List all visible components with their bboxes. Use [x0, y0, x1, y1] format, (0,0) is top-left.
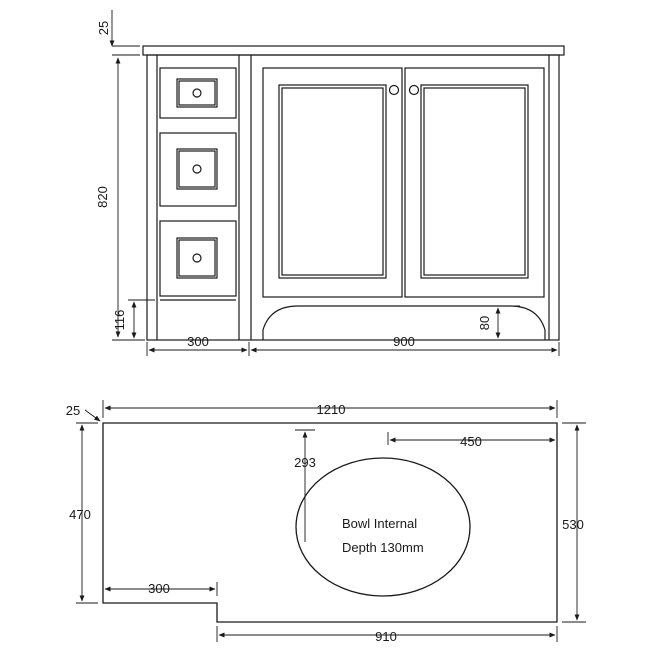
front-dimensions: [109, 10, 560, 356]
plan-dimensions: [76, 400, 586, 642]
drawer-top: [159, 67, 237, 119]
plan-view: [102, 422, 558, 623]
dim-overall-width: 1210: [317, 402, 346, 417]
dim-right-depth: 530: [562, 517, 584, 532]
door-knob: [388, 84, 400, 96]
dim-lower-width: 910: [375, 629, 397, 644]
drawer-knob: [192, 253, 202, 263]
door-knob: [408, 84, 420, 96]
drawer-bottom: [159, 220, 237, 297]
dim-drawer-width: 300: [187, 334, 209, 349]
dim-left-depth: 470: [69, 507, 91, 522]
dim-height: 820: [95, 186, 110, 208]
basin-bowl: [295, 457, 471, 597]
dim-corner-offset: 25: [66, 403, 80, 418]
drawer-knob: [192, 164, 202, 174]
worktop: [142, 45, 565, 56]
dim-top-thickness: 25: [96, 21, 111, 35]
door-left: [262, 67, 403, 298]
dim-plinth-height: 116: [112, 310, 127, 331]
bowl-note-line1: Bowl Internal: [342, 516, 417, 531]
dim-notch-width: 300: [148, 581, 170, 596]
dim-cutout-height: 80: [477, 316, 492, 330]
cabinet-carcass: [146, 54, 560, 341]
dim-bowl-right-offset: 450: [460, 434, 482, 449]
door-right: [404, 67, 545, 298]
drawer-middle: [159, 132, 237, 207]
drawer-knob: [192, 88, 202, 98]
worktop-outline: [102, 422, 558, 623]
kickboard-cutout: [262, 305, 546, 340]
dim-bowl-back-offset: 293: [294, 455, 316, 470]
bowl-note-line2: Depth 130mm: [342, 540, 424, 555]
front-elevation: [142, 45, 565, 341]
dim-door-width: 900: [393, 334, 415, 349]
